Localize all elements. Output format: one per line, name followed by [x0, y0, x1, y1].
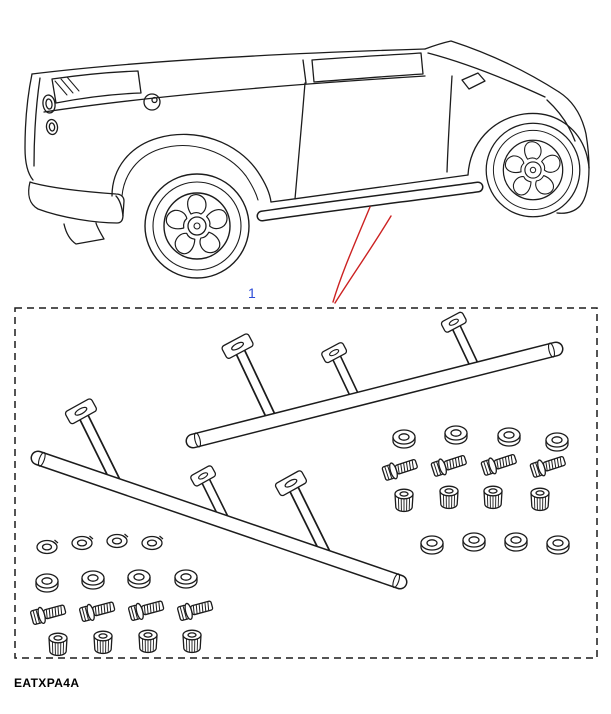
- beltline: [43, 75, 426, 113]
- front-bumper: [556, 167, 590, 214]
- tail-light: [42, 94, 59, 136]
- spring-washer: [36, 539, 59, 555]
- vehicle-illustration: [24, 40, 590, 245]
- windshield-frame: [424, 40, 560, 93]
- mounting-bracket: [219, 332, 273, 429]
- flat-washer: [420, 535, 444, 555]
- flat-washer: [174, 569, 198, 589]
- quarter-window: [51, 70, 142, 104]
- door-seam-front: [446, 75, 453, 173]
- spacer-nut: [48, 632, 68, 657]
- flat-washer: [392, 429, 416, 449]
- spacer-nut: [182, 629, 202, 654]
- parts-box-border: [14, 307, 598, 659]
- rear-mudflap: [63, 222, 105, 245]
- fuel-filler-cap: [143, 93, 161, 111]
- flat-washer: [81, 570, 105, 590]
- side-step-assembly-upper: [185, 311, 564, 449]
- spacer-nut: [439, 485, 459, 510]
- flat-washer: [497, 427, 521, 447]
- spring-washer: [141, 535, 164, 551]
- door-window: [311, 52, 424, 83]
- rear-wheel: [144, 173, 250, 279]
- windshield-glass-edge: [427, 52, 546, 98]
- hex-bolt: [127, 596, 166, 623]
- spring-washer: [71, 535, 94, 551]
- spring-washer: [106, 533, 129, 549]
- hardware-lower-step: [29, 533, 215, 657]
- side-mirror: [461, 72, 486, 90]
- spacer-nut: [394, 488, 414, 513]
- door-seam-rear: [294, 82, 306, 200]
- pillar-hatching: [54, 76, 80, 96]
- b-pillar: [302, 59, 307, 84]
- hex-bolt: [380, 455, 420, 483]
- rear-panel-inner: [33, 77, 41, 167]
- flat-washer: [35, 573, 59, 593]
- rear-bumper: [28, 181, 125, 224]
- hex-bolt: [78, 597, 117, 624]
- flat-washer: [545, 432, 569, 452]
- hardware-upper-step: [380, 425, 570, 555]
- side-step-assembly-lower: [30, 397, 408, 590]
- flat-washer: [546, 535, 570, 555]
- parts-box: [14, 307, 598, 659]
- drawing-code: EATXPA4A: [14, 676, 80, 690]
- hex-bolt: [176, 596, 215, 623]
- flat-washer: [462, 532, 486, 552]
- flat-washer: [444, 425, 468, 445]
- callout-number[interactable]: 1: [248, 285, 256, 301]
- flat-washer: [504, 532, 528, 552]
- spacer-nut: [483, 485, 503, 510]
- spacer-nut: [93, 630, 113, 655]
- rear-wheel-arch: [111, 133, 272, 203]
- front-wheel-arch: [467, 112, 590, 176]
- hex-bolt: [479, 450, 519, 478]
- bonnet-line: [558, 91, 590, 169]
- hex-bolt: [429, 451, 469, 479]
- rear-panel-edge: [24, 73, 34, 181]
- spacer-nut: [530, 487, 550, 512]
- flat-washer: [127, 569, 151, 589]
- callout-leader-line: [332, 206, 392, 304]
- sill-line: [270, 174, 469, 203]
- front-fender-line: [546, 99, 576, 142]
- roofline: [31, 48, 426, 75]
- front-wheel: [485, 122, 581, 218]
- hex-bolt: [29, 600, 68, 627]
- spacer-nut: [138, 629, 158, 654]
- hex-bolt: [528, 452, 568, 480]
